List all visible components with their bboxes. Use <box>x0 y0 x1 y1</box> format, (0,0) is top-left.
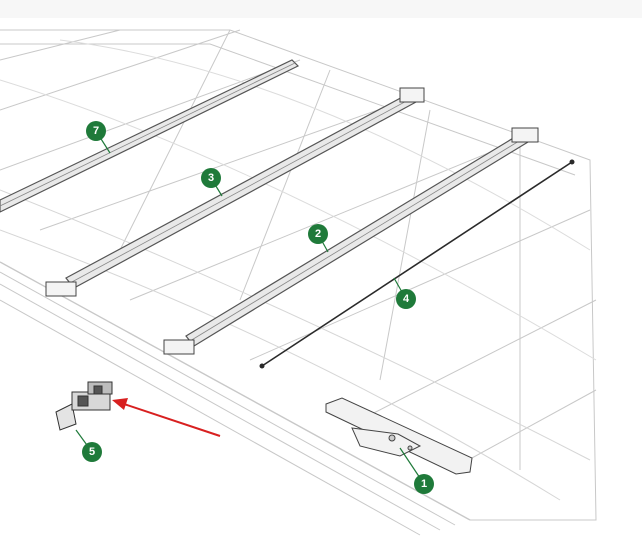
rail-2-bracket-right <box>511 127 539 143</box>
rail-7 <box>0 59 300 213</box>
callout-1-label: 1 <box>421 478 427 490</box>
callout-7: 7 <box>86 121 106 141</box>
callout-3-label: 3 <box>208 172 214 184</box>
cable-4 <box>259 159 575 369</box>
rail-3-bracket-left <box>45 281 77 297</box>
rail-3 <box>45 87 425 297</box>
rail-3-bracket-right <box>399 87 425 103</box>
callout-2-label: 2 <box>315 228 321 240</box>
callout-5-label: 5 <box>89 446 95 458</box>
rail-2-bracket-left <box>163 339 195 355</box>
callout-1: 1 <box>414 474 434 494</box>
pointer-arrow <box>112 398 221 437</box>
top-strip <box>0 0 642 18</box>
callout-4-label: 4 <box>403 293 410 305</box>
mechanism-1 <box>325 397 473 475</box>
part-5 <box>55 381 113 431</box>
callout-7-label: 7 <box>93 125 99 137</box>
roof-frame <box>0 29 597 536</box>
rail-2 <box>163 127 539 355</box>
callout-3: 3 <box>201 168 221 188</box>
callout-5: 5 <box>82 442 102 462</box>
callout-4: 4 <box>396 289 416 309</box>
callout-2: 2 <box>308 224 328 244</box>
